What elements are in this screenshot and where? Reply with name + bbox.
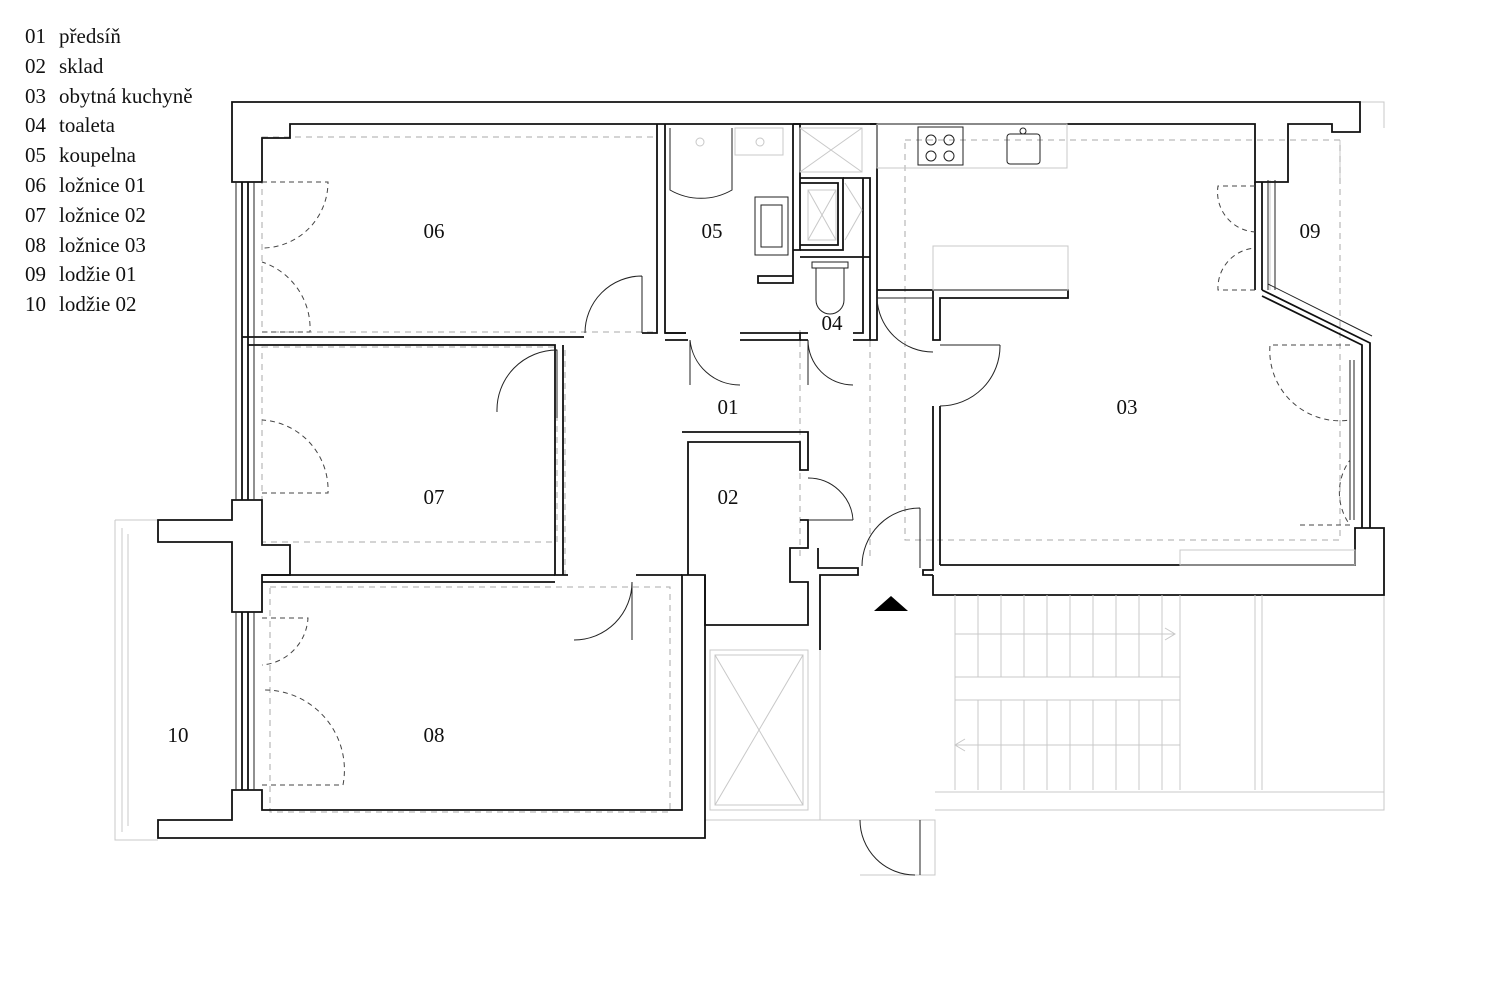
bathroom-fixtures xyxy=(669,127,863,315)
room-label-10: 10 xyxy=(168,723,189,747)
doors xyxy=(261,181,1351,876)
room-label-04: 04 xyxy=(822,311,844,335)
room-label-09: 09 xyxy=(1300,219,1321,243)
room-label-05: 05 xyxy=(702,219,723,243)
entrance-arrow-icon xyxy=(874,596,908,611)
room-label-01: 01 xyxy=(718,395,739,419)
context-lines xyxy=(114,101,1385,876)
windows xyxy=(235,180,1355,790)
room-label-03: 03 xyxy=(1117,395,1138,419)
walls xyxy=(157,101,1385,839)
kitchen-fixtures xyxy=(876,123,1356,566)
floor-dashes xyxy=(261,136,1341,813)
room-label-08: 08 xyxy=(424,723,445,747)
room-label-02: 02 xyxy=(718,485,739,509)
shaft-and-stairs xyxy=(709,595,1263,811)
room-label-07: 07 xyxy=(424,485,445,509)
room-label-06: 06 xyxy=(424,219,445,243)
